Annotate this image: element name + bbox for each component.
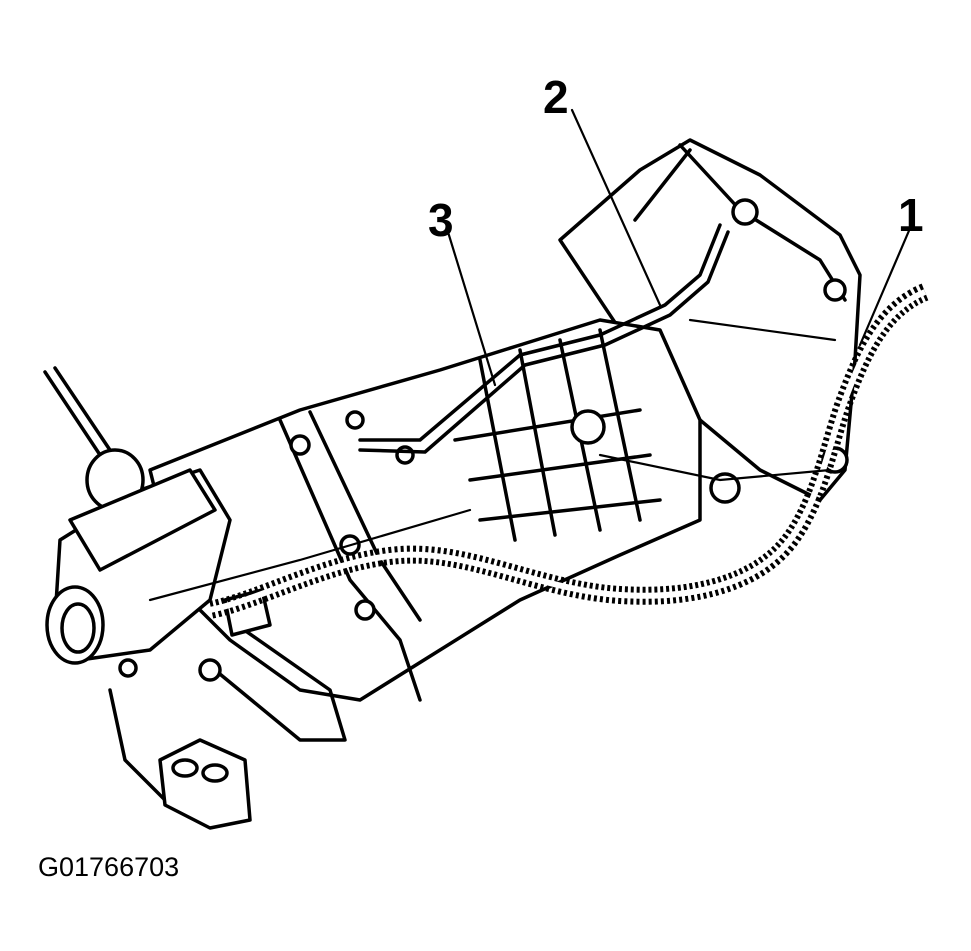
transmission-case: [148, 318, 741, 702]
wire-runs: [148, 318, 837, 602]
figure-id: G01766703: [38, 852, 180, 882]
callout-1: 1: [898, 189, 924, 241]
callout-2: 2: [543, 71, 569, 123]
callout-3: 3: [428, 194, 454, 246]
lower-bracket: [108, 618, 347, 830]
shifter: [43, 366, 217, 572]
wiring-harness: [208, 283, 929, 619]
vent-hose: [358, 223, 730, 454]
leader-lines: [446, 108, 913, 387]
